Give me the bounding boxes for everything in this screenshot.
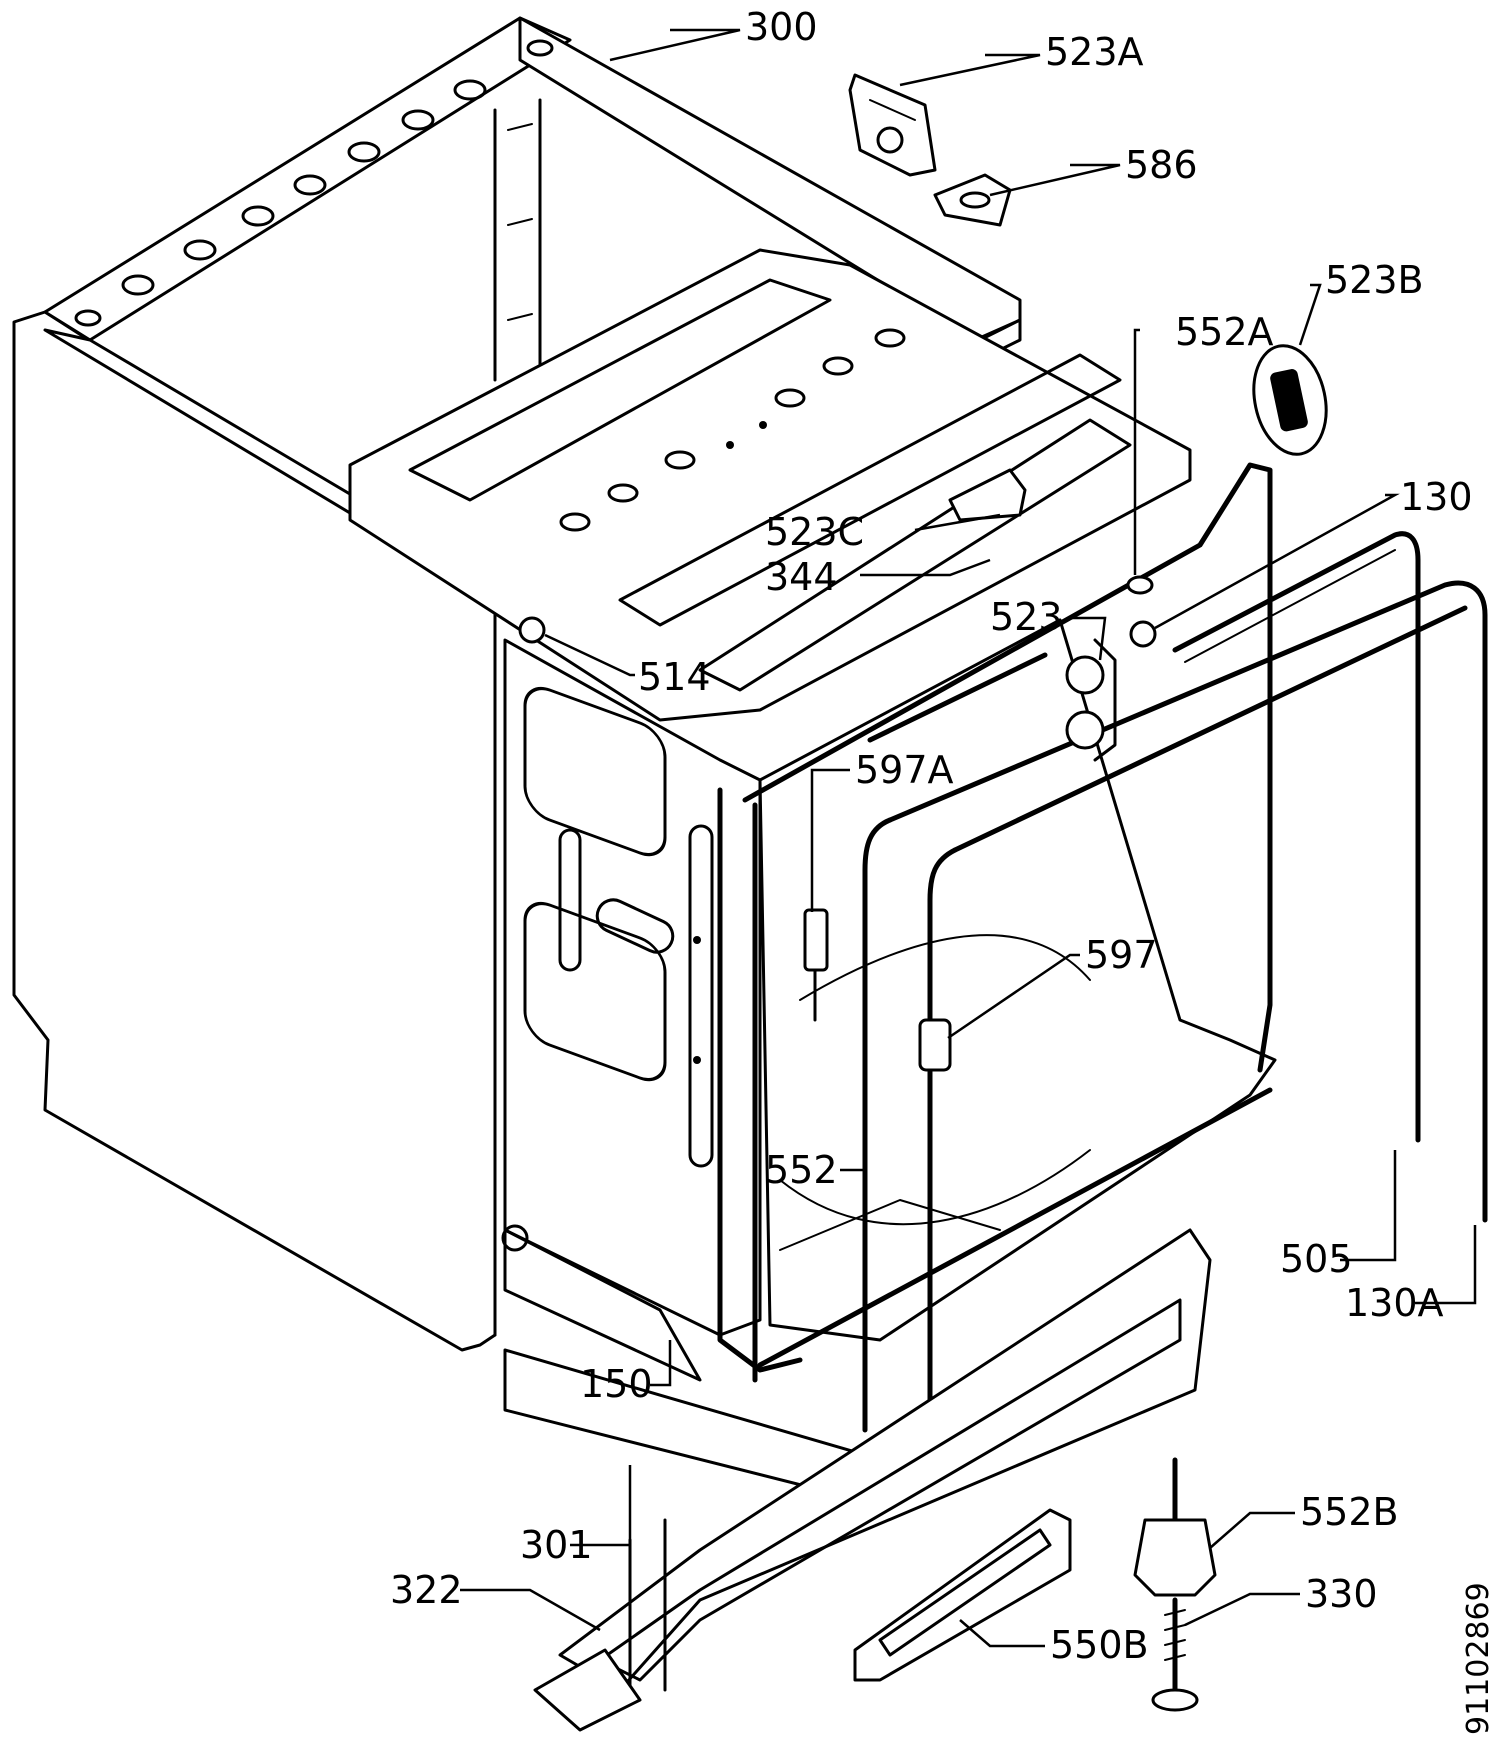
callout-labels: 300 523A 586 523B 552A 130 523C 344 523 …	[390, 5, 1496, 1735]
label-150: 150	[580, 1362, 653, 1406]
part-586	[933, 173, 1012, 227]
label-130: 130	[1400, 475, 1473, 519]
label-597: 597	[1085, 933, 1158, 977]
label-322: 322	[390, 1568, 463, 1612]
part-523a	[848, 73, 937, 177]
label-552: 552	[765, 1148, 838, 1192]
label-505: 505	[1280, 1237, 1353, 1281]
part-550b	[853, 1508, 1072, 1682]
leader-lines	[460, 28, 1477, 1648]
part-330	[1151, 1597, 1199, 1712]
rail-holes	[74, 39, 554, 327]
label-330: 330	[1305, 1572, 1378, 1616]
label-130a: 130A	[1345, 1281, 1444, 1325]
label-300: 300	[745, 5, 818, 49]
tub-holes	[559, 328, 906, 532]
label-344: 344	[765, 555, 838, 599]
cabinet-frame	[12, 16, 1022, 1352]
label-550b: 550B	[1050, 1623, 1149, 1667]
tub	[348, 248, 1277, 1382]
label-523a: 523A	[1045, 30, 1144, 74]
part-523-rollers	[1065, 638, 1117, 762]
part-597a	[803, 908, 829, 1022]
label-552b: 552B	[1300, 1490, 1399, 1534]
label-514: 514	[638, 655, 711, 699]
base-rails	[503, 1228, 1212, 1732]
door-seals	[742, 462, 1488, 1453]
part-552b	[1133, 1457, 1217, 1597]
label-586: 586	[1125, 143, 1198, 187]
label-552a: 552A	[1175, 310, 1274, 354]
drawing-code: 91102869	[1461, 1582, 1496, 1735]
part-552a	[1126, 575, 1154, 595]
part-523c	[948, 468, 1027, 522]
part-523b	[1252, 344, 1328, 456]
label-523b: 523B	[1325, 258, 1424, 302]
label-523c: 523C	[765, 510, 864, 554]
part-597	[918, 1018, 952, 1072]
label-301: 301	[520, 1523, 593, 1567]
part-130-ring	[1129, 620, 1157, 648]
part-514	[518, 616, 546, 644]
label-523: 523	[990, 595, 1063, 639]
label-597a: 597A	[855, 748, 954, 792]
